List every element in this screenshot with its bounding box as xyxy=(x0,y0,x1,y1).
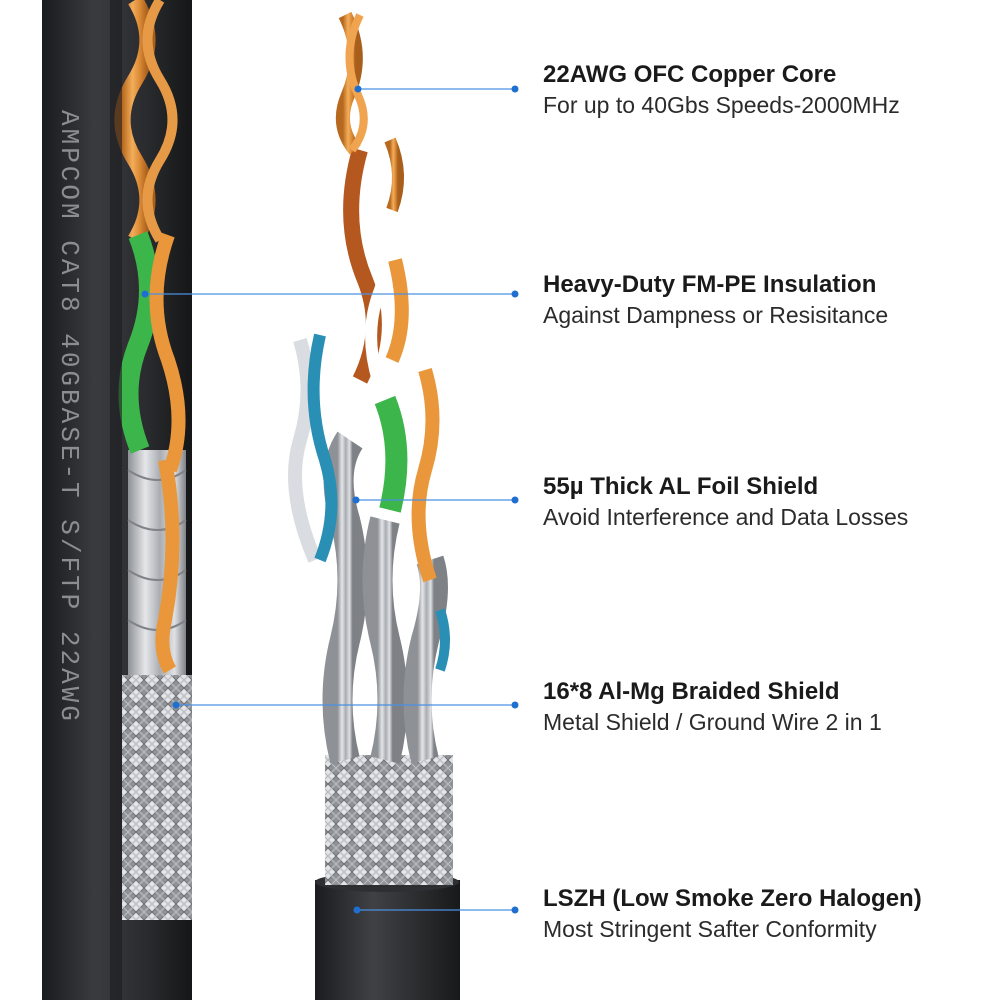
feature-description: Against Dampness or Resisitance xyxy=(543,302,889,328)
feature-braided-shield: 16*8 Al-Mg Braided Shield Metal Shield /… xyxy=(543,677,993,737)
feature-title: 22AWG OFC Copper Core xyxy=(543,61,837,88)
feature-description: Most Stringent Safter Conformity xyxy=(543,916,877,942)
right-foil-pair-3 xyxy=(403,555,448,764)
feature-title: 55µ Thick AL Foil Shield xyxy=(543,473,819,500)
feature-title: Heavy-Duty FM-PE Insulation xyxy=(543,271,877,298)
right-blue-pair xyxy=(307,333,338,563)
feature-copper-core: 22AWG OFC Copper Core For up to 40Gbs Sp… xyxy=(543,60,993,120)
feature-title: LSZH (Low Smoke Zero Halogen) xyxy=(543,885,922,912)
left-green-insulation xyxy=(118,231,159,454)
left-cable: AMPCOM CAT8 40GBASE-T S/FTP 22AWG xyxy=(42,0,192,1000)
left-braid-section xyxy=(122,675,192,920)
feature-description: For up to 40Gbs Speeds-2000MHz xyxy=(543,92,900,118)
feature-insulation: Heavy-Duty FM-PE Insulation Against Damp… xyxy=(543,270,993,330)
right-green-pair xyxy=(374,395,408,513)
feature-foil-shield: 55µ Thick AL Foil Shield Avoid Interfere… xyxy=(543,472,993,532)
right-cable xyxy=(288,11,460,1000)
right-foil-pair-2 xyxy=(362,516,408,764)
callout-lines xyxy=(141,85,519,914)
right-braid-section xyxy=(325,755,453,885)
right-copper-tip-2 xyxy=(411,367,440,583)
feature-description: Metal Shield / Ground Wire 2 in 1 xyxy=(543,709,882,735)
feature-title: 16*8 Al-Mg Braided Shield xyxy=(543,678,840,705)
right-cable-jacket xyxy=(315,880,460,1000)
cable-print-text: AMPCOM CAT8 40GBASE-T S/FTP 22AWG xyxy=(54,110,84,724)
feature-lszh-jacket: LSZH (Low Smoke Zero Halogen) Most Strin… xyxy=(543,884,993,944)
feature-description: Avoid Interference and Data Losses xyxy=(543,504,909,530)
right-foil-pair-1 xyxy=(322,431,368,764)
